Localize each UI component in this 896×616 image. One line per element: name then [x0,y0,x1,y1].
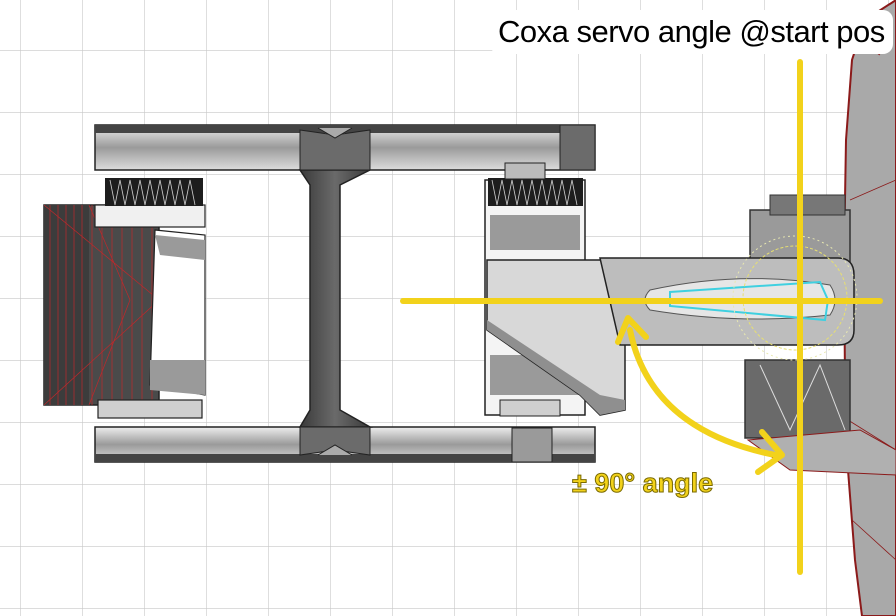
rotation-arrow-icon [615,315,785,475]
diagram-title: Coxa servo angle @start pos [490,10,893,54]
angle-label: ± 90° angle [571,468,714,499]
robot-body [744,0,896,616]
left-servo [43,178,206,419]
crosshair-icon [400,59,883,575]
